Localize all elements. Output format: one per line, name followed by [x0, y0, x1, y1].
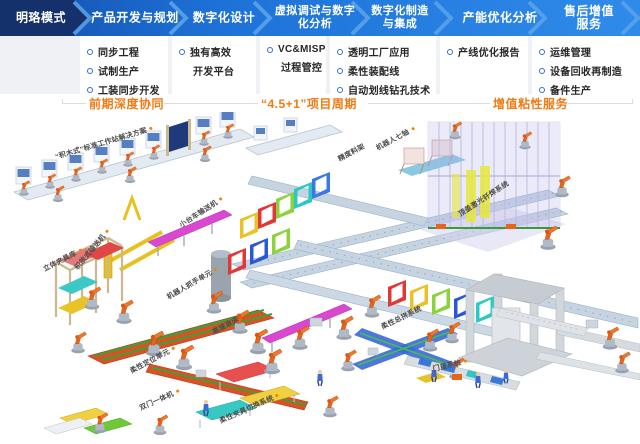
list-item: VC&MISP [267, 44, 326, 55]
bullet-icon [87, 48, 93, 55]
precision-racks [398, 139, 466, 176]
card-virtual-debug: VC&MISP 过程管控 [260, 36, 326, 94]
marker-dot-icon [218, 196, 223, 202]
door-line [403, 355, 521, 391]
list-item: 同步工程 [87, 44, 168, 59]
card-capacity: 产线优化报告 [440, 36, 528, 94]
phases-row: 前期深度协同 “4.5+1”项目周期 增值粘性服务 [0, 94, 640, 112]
item-label: 独有高效 [190, 48, 232, 59]
marker-dot-icon [175, 389, 180, 394]
bullet-icon [267, 46, 273, 53]
marker-dot-icon [213, 267, 218, 272]
connector-line [368, 103, 490, 104]
bullet-icon [337, 86, 343, 93]
marker-dot-icon [410, 126, 415, 131]
connector-line [568, 103, 632, 104]
process-step-virtual-debug: 虚拟调试与数字 化分析 [274, 5, 356, 30]
factory-illustration [12, 112, 640, 436]
card-aftersales: 运维管理 设备回收再制造 备件生产 [532, 36, 640, 97]
phase-cycle-label: “4.5+1”项目周期 [261, 97, 357, 111]
item-label: 产线优化报告 [458, 48, 520, 59]
process-step-capacity: 产能优化分析 [462, 10, 538, 25]
list-item: 工装同步开发 [87, 82, 168, 97]
marker-dot-icon [78, 248, 83, 253]
process-bar: 明珞模式 产品开发与规划 数字化设计 虚拟调试与数字 化分析 数字化制造 与集成… [0, 0, 640, 36]
process-step-digital-design: 数字化设计 [192, 10, 256, 25]
small-parts [195, 317, 599, 417]
item-label: 过程管控 [281, 63, 323, 74]
magenta-conveyors [147, 209, 353, 352]
item-label: 开发平台 [193, 67, 235, 78]
item-label: VC&MISP [278, 44, 326, 55]
item-label: 柔性装配线 [348, 67, 400, 78]
steel-rails [231, 175, 639, 343]
phase-early-label: 前期深度协同 [89, 97, 165, 111]
list-item: 开发平台 [179, 63, 256, 78]
item-label: 同步工程 [98, 48, 140, 59]
marker-dot-icon [275, 393, 280, 398]
process-step-aftersales: 售后增值服务 [563, 4, 614, 31]
connector-tick [632, 99, 633, 104]
connector-line [164, 103, 258, 104]
bullet-icon [87, 86, 93, 93]
marker-dot-icon [171, 346, 176, 351]
bullet-icon [337, 48, 343, 55]
item-label: 设备回收再制造 [550, 67, 623, 78]
list-item: 产线优化报告 [447, 44, 528, 59]
phase-value-label: 增值粘性服务 [493, 97, 569, 111]
process-step-minglo-mode: 明珞模式 [15, 10, 67, 25]
list-item: 过程管控 [267, 59, 326, 74]
bullet-icon [539, 67, 545, 74]
connector-line [62, 103, 86, 104]
list-item: 自动划线钻孔技术 [337, 82, 436, 97]
list-item: 独有高效 [179, 44, 256, 59]
list-item: 透明工厂应用 [337, 44, 436, 59]
card-digital-design: 独有高效 开发平台 [172, 36, 256, 94]
bullet-icon [539, 48, 545, 55]
feature-cards-row: 同步工程 试制生产 工装同步开发 独有高效 开发平台 VC&MISP 过程管控 … [0, 36, 640, 97]
upper-station-line [244, 117, 344, 156]
item-label: 运维管理 [550, 48, 592, 59]
list-item: 备件生产 [539, 82, 640, 97]
item-label: 工装同步开发 [98, 86, 160, 97]
bullet-icon [87, 67, 93, 74]
modular-workstation-line [12, 112, 256, 203]
bullet-icon [179, 48, 185, 55]
card-product-dev: 同步工程 试制生产 工装同步开发 [80, 36, 168, 97]
list-item: 运维管理 [539, 44, 640, 59]
marker-dot-icon [104, 229, 109, 234]
connector-tick [62, 99, 63, 104]
item-label: 自动划线钻孔技术 [348, 86, 431, 97]
process-step-product-dev: 产品开发与规划 [91, 10, 179, 25]
marker-dot-icon [463, 359, 468, 363]
list-item: 柔性装配线 [337, 63, 436, 78]
gantry-press [457, 273, 640, 381]
laser-brazing-station [420, 121, 571, 252]
item-label: 透明工厂应用 [348, 48, 410, 59]
fixture-switch-tables [43, 361, 301, 435]
marker-dot-icon [149, 126, 153, 131]
item-label: 试制生产 [98, 67, 140, 78]
card-digital-mfg: 透明工厂应用 柔性装配线 自动划线钻孔技术 [330, 36, 436, 97]
bullet-icon [447, 48, 453, 55]
list-item: 设备回收再制造 [539, 63, 640, 78]
process-bar-background [0, 0, 640, 36]
factory-illustration-area: “积木式”标准工作站解决方案 小台车输送机 立体夹具库 积放式输送机 机器人抓手… [0, 112, 640, 444]
list-item: 试制生产 [87, 63, 168, 78]
process-step-digital-mfg: 数字化制造 与集成 [371, 5, 429, 30]
bullet-icon [337, 67, 343, 74]
bullet-icon [539, 86, 545, 93]
item-label: 备件生产 [550, 86, 592, 97]
